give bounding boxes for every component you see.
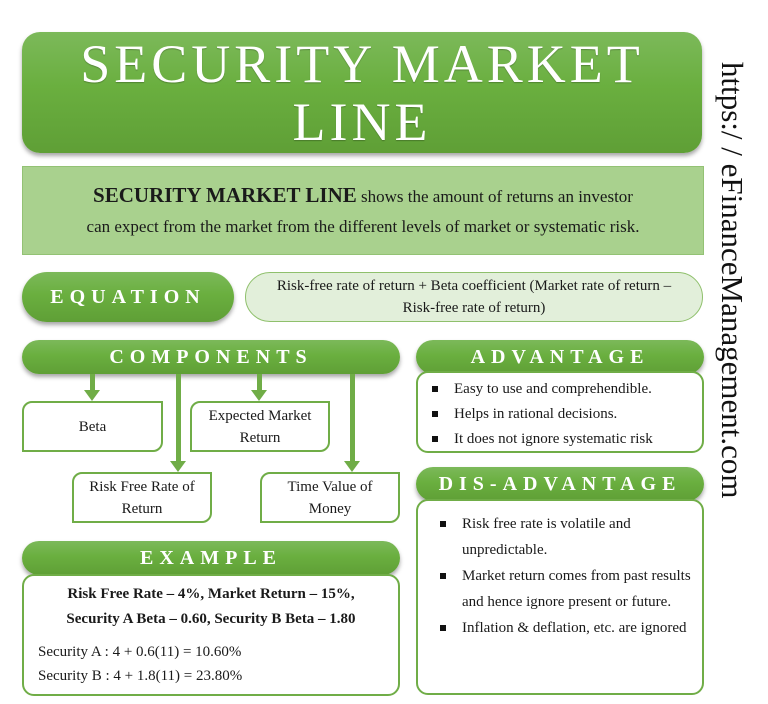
- arrow-head-icon: [170, 461, 186, 472]
- example-calculations: Security A : 4 + 0.6(11) = 10.60% Securi…: [24, 640, 398, 688]
- definition-line-2: can expect from the market from the diff…: [86, 216, 640, 236]
- definition-text-1: shows the amount of returns an investor: [356, 186, 633, 206]
- component-risk-free-rate: Risk Free Rate of Return: [72, 472, 212, 523]
- disadvantage-item: Market return comes from past results an…: [440, 563, 692, 615]
- arrow-head-icon: [251, 390, 267, 401]
- title-banner: SECURITY MARKET LINE: [22, 32, 702, 153]
- equation-label: EQUATION: [22, 272, 234, 322]
- example-box: Risk Free Rate – 4%, Market Return – 15%…: [22, 574, 400, 696]
- advantage-item: Easy to use and comprehendible.: [432, 377, 702, 402]
- definition-box: SECURITY MARKET LINE shows the amount of…: [22, 166, 704, 255]
- arrow-to-expected-return: [257, 374, 262, 391]
- arrow-head-icon: [344, 461, 360, 472]
- equation-formula: Risk-free rate of return + Beta coeffici…: [245, 272, 703, 322]
- component-expected-market-return: Expected Market Return: [190, 401, 330, 452]
- advantage-item: Helps in rational decisions.: [432, 402, 702, 427]
- advantage-item: It does not ignore systematic risk: [432, 427, 702, 452]
- disadvantage-item: Risk free rate is volatile and unpredict…: [440, 511, 692, 563]
- definition-line-1: SECURITY MARKET LINE shows the amount of…: [93, 180, 633, 212]
- component-beta: Beta: [22, 401, 163, 452]
- arrow-to-time-value: [350, 374, 355, 462]
- example-given-line-2: Security A Beta – 0.60, Security B Beta …: [66, 611, 356, 627]
- arrow-to-risk-free-rate: [176, 374, 181, 462]
- example-given-line-1: Risk Free Rate – 4%, Market Return – 15%…: [67, 586, 355, 602]
- title-line-2: LINE: [292, 91, 432, 152]
- arrow-head-icon: [84, 390, 100, 401]
- definition-term: SECURITY MARKET LINE: [93, 182, 357, 207]
- example-calc-security-b: Security B : 4 + 1.8(11) = 23.80%: [38, 668, 243, 684]
- title-line-1: SECURITY MARKET: [80, 33, 644, 94]
- example-header: EXAMPLE: [22, 541, 400, 575]
- advantage-list: Easy to use and comprehendible. Helps in…: [416, 371, 704, 453]
- component-time-value-of-money: Time Value of Money: [260, 472, 400, 523]
- example-given: Risk Free Rate – 4%, Market Return – 15%…: [24, 582, 398, 632]
- advantage-header: ADVANTAGE: [416, 340, 704, 374]
- disadvantage-item: Inflation & deflation, etc. are ignored: [440, 615, 692, 641]
- disadvantage-list: Risk free rate is volatile and unpredict…: [416, 499, 704, 695]
- arrow-to-beta: [90, 374, 95, 391]
- example-calc-security-a: Security A : 4 + 0.6(11) = 10.60%: [38, 644, 242, 660]
- source-url-watermark: https:/ / eFinanceManagement.com: [715, 62, 750, 499]
- components-header: COMPONENTS: [22, 340, 400, 374]
- disadvantage-header: DIS-ADVANTAGE: [416, 467, 704, 501]
